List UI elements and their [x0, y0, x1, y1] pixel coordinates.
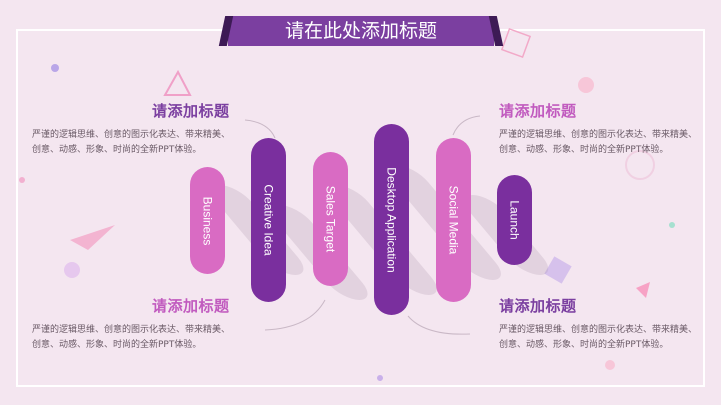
- curve-arrow-icon: [452, 115, 481, 136]
- ring-icon: [625, 150, 655, 180]
- block-text: 严谨的逻辑思维、创意的图示化表达、带来精美、创意、动感、形象、时尚的全新PPT体…: [32, 325, 231, 350]
- block-heading: 请添加标题: [499, 102, 577, 120]
- gem-icon: [544, 256, 572, 284]
- pill-desktop-application: Desktop Application: [374, 124, 409, 315]
- ball-icon: [64, 262, 80, 278]
- confetti-icon: [51, 64, 59, 72]
- pill-social-media: Social Media: [436, 138, 471, 302]
- pill-label: Business: [200, 196, 215, 245]
- pill-label: Launch: [507, 200, 522, 240]
- candy-icon: [578, 77, 594, 93]
- text-block-top-left: 请添加标题 严谨的逻辑思维、创意的图示化表达、带来精美、创意、动感、形象、时尚的…: [32, 100, 232, 158]
- block-text: 严谨的逻辑思维、创意的图示化表达、带来精美、创意、动感、形象、时尚的全新PPT体…: [499, 130, 698, 155]
- text-block-bottom-left: 请添加标题 严谨的逻辑思维、创意的图示化表达、带来精美、创意、动感、形象、时尚的…: [32, 295, 232, 353]
- pill-label: Creative Idea: [261, 184, 276, 256]
- triangle-icon: [163, 69, 192, 96]
- shard-icon: [636, 282, 650, 298]
- block-heading: 请添加标题: [152, 102, 230, 120]
- block-heading: 请添加标题: [499, 297, 577, 315]
- pill-label: Social Media: [446, 185, 461, 255]
- text-block-top-right: 请添加标题 严谨的逻辑思维、创意的图示化表达、带来精美、创意、动感、形象、时尚的…: [499, 100, 699, 158]
- pill-launch: Launch: [497, 175, 532, 265]
- block-text: 严谨的逻辑思维、创意的图示化表达、带来精美、创意、动感、形象、时尚的全新PPT体…: [32, 130, 231, 155]
- block-heading: 请添加标题: [152, 297, 230, 315]
- curve-arrow-icon: [244, 119, 276, 139]
- curve-arrow-icon: [264, 299, 326, 331]
- pill-sales-target: Sales Target: [313, 152, 348, 286]
- pill-creative-idea: Creative Idea: [251, 138, 286, 302]
- pill-business: Business: [190, 167, 225, 274]
- cube-icon: [500, 27, 532, 59]
- block-text: 严谨的逻辑思维、创意的图示化表达、带来精美、创意、动感、形象、时尚的全新PPT体…: [499, 325, 698, 350]
- pill-label: Desktop Application: [384, 166, 399, 273]
- paper-plane-icon: [70, 225, 115, 250]
- curve-arrow-icon: [407, 315, 471, 335]
- text-block-bottom-right: 请添加标题 严谨的逻辑思维、创意的图示化表达、带来精美、创意、动感、形象、时尚的…: [499, 295, 699, 353]
- page-title: 请在此处添加标题: [228, 16, 494, 46]
- pill-label: Sales Target: [323, 185, 338, 253]
